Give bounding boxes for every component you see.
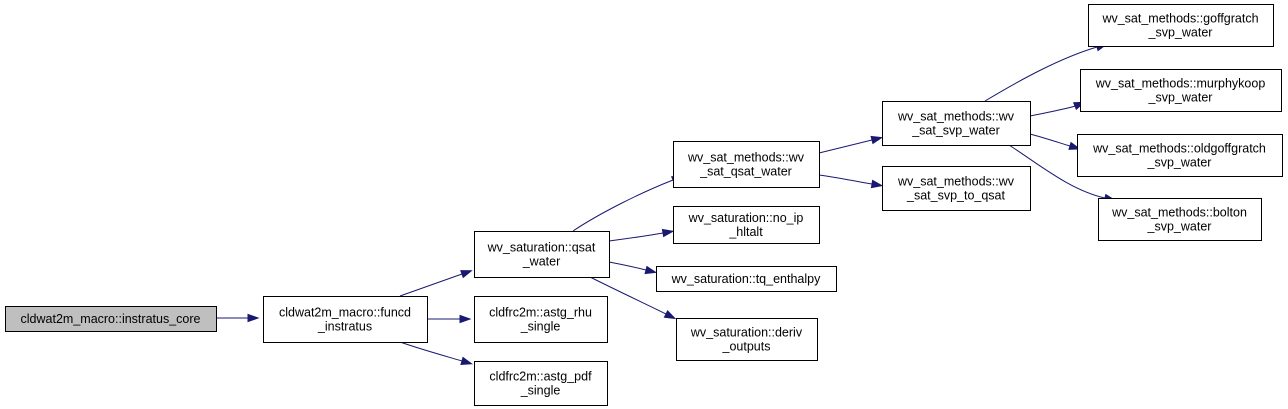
- edge-line: [608, 232, 664, 242]
- node-label-line: cldwat2m_macro::instratus_core: [21, 312, 201, 326]
- edge-line: [1029, 105, 1076, 117]
- node-label-line: wv_sat_methods::oldgoffgratch: [1092, 142, 1266, 156]
- node-box[interactable]: [882, 166, 1031, 211]
- edge-n2-to-n7: [608, 261, 658, 275]
- edge-line: [1029, 133, 1071, 147]
- node-box[interactable]: [5, 306, 217, 332]
- arrowhead-icon: [460, 356, 474, 366]
- node-box[interactable]: [1088, 4, 1274, 47]
- node-wv-sat-methods-wv-sat-svp-water[interactable]: wv_sat_methods::wv_sat_svp_water: [882, 101, 1031, 146]
- arrowhead-icon: [460, 270, 473, 279]
- node-label-line: wv_sat_methods::goffgratch: [1101, 12, 1258, 26]
- node-cldwat2m-macro-instratus-core[interactable]: cldwat2m_macro::instratus_core: [5, 306, 217, 332]
- edge-n9-to-n13: [1029, 133, 1082, 150]
- edge-line: [399, 341, 463, 362]
- node-box[interactable]: [673, 141, 820, 188]
- node-label-line: _svp_water: [1148, 26, 1213, 40]
- node-label-line: _svp_water: [1148, 91, 1213, 105]
- node-label-line: wv_saturation::no_ip: [688, 211, 804, 225]
- node-label-line: wv_saturation::tq_enthalpy: [671, 272, 821, 286]
- node-label-line: wv_sat_methods::wv: [897, 110, 1015, 124]
- node-wv-sat-methods-bolton-svp-water[interactable]: wv_sat_methods::bolton_svp_water: [1098, 198, 1262, 241]
- node-label-line: _outputs: [722, 340, 771, 354]
- node-box[interactable]: [882, 101, 1031, 146]
- node-cldfrc2m-astg-pdf-single[interactable]: cldfrc2m::astg_pdf_single: [474, 361, 608, 406]
- node-label-line: wv_sat_methods::wv: [687, 151, 805, 165]
- node-wv-saturation-tq-enthalpy[interactable]: wv_saturation::tq_enthalpy: [656, 266, 837, 292]
- node-cldfrc2m-astg-rhu-single[interactable]: cldfrc2m::astg_rhu_single: [474, 296, 608, 343]
- edge-line: [1008, 144, 1106, 199]
- node-wv-saturation-deriv-outputs[interactable]: wv_saturation::deriv_outputs: [676, 318, 818, 361]
- edge-n2-to-n8: [589, 276, 677, 320]
- node-wv-saturation-no-ip-hltalt[interactable]: wv_saturation::no_ip_hltalt: [673, 206, 820, 244]
- edge-n9-to-n12: [1029, 101, 1086, 117]
- arrowhead-icon: [870, 179, 884, 189]
- node-box[interactable]: [474, 231, 610, 278]
- node-wv-saturation-qsat-water[interactable]: wv_saturation::qsat_water: [474, 231, 610, 278]
- node-label-line: _instratus: [317, 320, 372, 334]
- node-wv-sat-methods-murphykoop-svp-water[interactable]: wv_sat_methods::murphykoop_svp_water: [1080, 69, 1282, 112]
- edge-line: [399, 273, 463, 297]
- edge-n5-to-n9: [818, 135, 884, 154]
- node-label-line: _water: [522, 255, 561, 269]
- node-label-line: wv_sat_methods::bolton: [1111, 206, 1247, 220]
- node-label-line: wv_saturation::qsat: [487, 241, 596, 255]
- node-wv-sat-methods-wv-sat-qsat-water[interactable]: wv_sat_methods::wv_sat_qsat_water: [673, 141, 820, 188]
- edge-line: [608, 261, 647, 271]
- edge-n1-to-n2: [399, 270, 473, 297]
- edge-n2-to-n6: [608, 228, 675, 242]
- node-label-line: cldwat2m_macro::funcd: [279, 306, 411, 320]
- arrowhead-icon: [247, 313, 260, 323]
- node-cldwat2m-macro-funcd-instratus[interactable]: cldwat2m_macro::funcd_instratus: [263, 296, 428, 343]
- edge-n5-to-n10: [818, 174, 884, 189]
- arrowhead-icon: [661, 228, 675, 238]
- arrowhead-icon: [663, 309, 677, 320]
- node-wv-sat-methods-oldgoffgratch-svp-water[interactable]: wv_sat_methods::oldgoffgratch_svp_water: [1077, 134, 1283, 177]
- edge-n1-to-n3: [427, 314, 472, 324]
- node-box[interactable]: [1077, 134, 1283, 177]
- node-label-line: cldfrc2m::astg_rhu: [489, 306, 592, 320]
- node-label-line: _sat_svp_water: [911, 124, 1000, 138]
- node-box[interactable]: [673, 206, 820, 244]
- edge-line: [818, 139, 873, 154]
- edge-n0-to-n1: [216, 313, 260, 323]
- node-box[interactable]: [656, 266, 837, 292]
- node-label-line: _single: [520, 320, 561, 334]
- node-label-line: _sat_qsat_water: [699, 165, 792, 179]
- node-box[interactable]: [474, 361, 608, 406]
- node-wv-sat-methods-goffgratch-svp-water[interactable]: wv_sat_methods::goffgratch_svp_water: [1088, 4, 1274, 47]
- node-box[interactable]: [676, 318, 818, 361]
- node-label-line: wv_saturation::deriv: [690, 326, 803, 340]
- node-label-line: wv_sat_methods::murphykoop: [1095, 77, 1266, 91]
- node-label-line: _hltalt: [728, 225, 763, 239]
- node-label-line: _sat_svp_to_qsat: [906, 189, 1006, 203]
- edge-line: [818, 174, 873, 185]
- node-box[interactable]: [263, 296, 428, 343]
- arrowhead-icon: [1068, 141, 1082, 150]
- edge-n1-to-n4: [399, 341, 474, 366]
- edge-n2-to-n5: [572, 175, 684, 232]
- edge-line: [572, 179, 674, 232]
- arrowhead-icon: [644, 265, 658, 275]
- edge-line: [984, 46, 1098, 102]
- node-label-line: _svp_water: [1147, 220, 1212, 234]
- node-label-line: _single: [520, 384, 561, 398]
- node-label-line: _svp_water: [1147, 156, 1212, 170]
- arrowhead-icon: [870, 135, 884, 145]
- node-label-line: cldfrc2m::astg_pdf: [489, 370, 592, 384]
- nodes-layer: cldwat2m_macro::instratus_core cldwat2m_m…: [5, 4, 1283, 406]
- node-wv-sat-methods-wv-sat-svp-to-qsat[interactable]: wv_sat_methods::wv_sat_svp_to_qsat: [882, 166, 1031, 211]
- edge-line: [589, 276, 667, 315]
- arrowhead-icon: [459, 314, 472, 324]
- node-box[interactable]: [474, 296, 608, 343]
- node-box[interactable]: [1080, 69, 1282, 112]
- node-box[interactable]: [1098, 198, 1262, 241]
- node-label-line: wv_sat_methods::wv: [897, 175, 1015, 189]
